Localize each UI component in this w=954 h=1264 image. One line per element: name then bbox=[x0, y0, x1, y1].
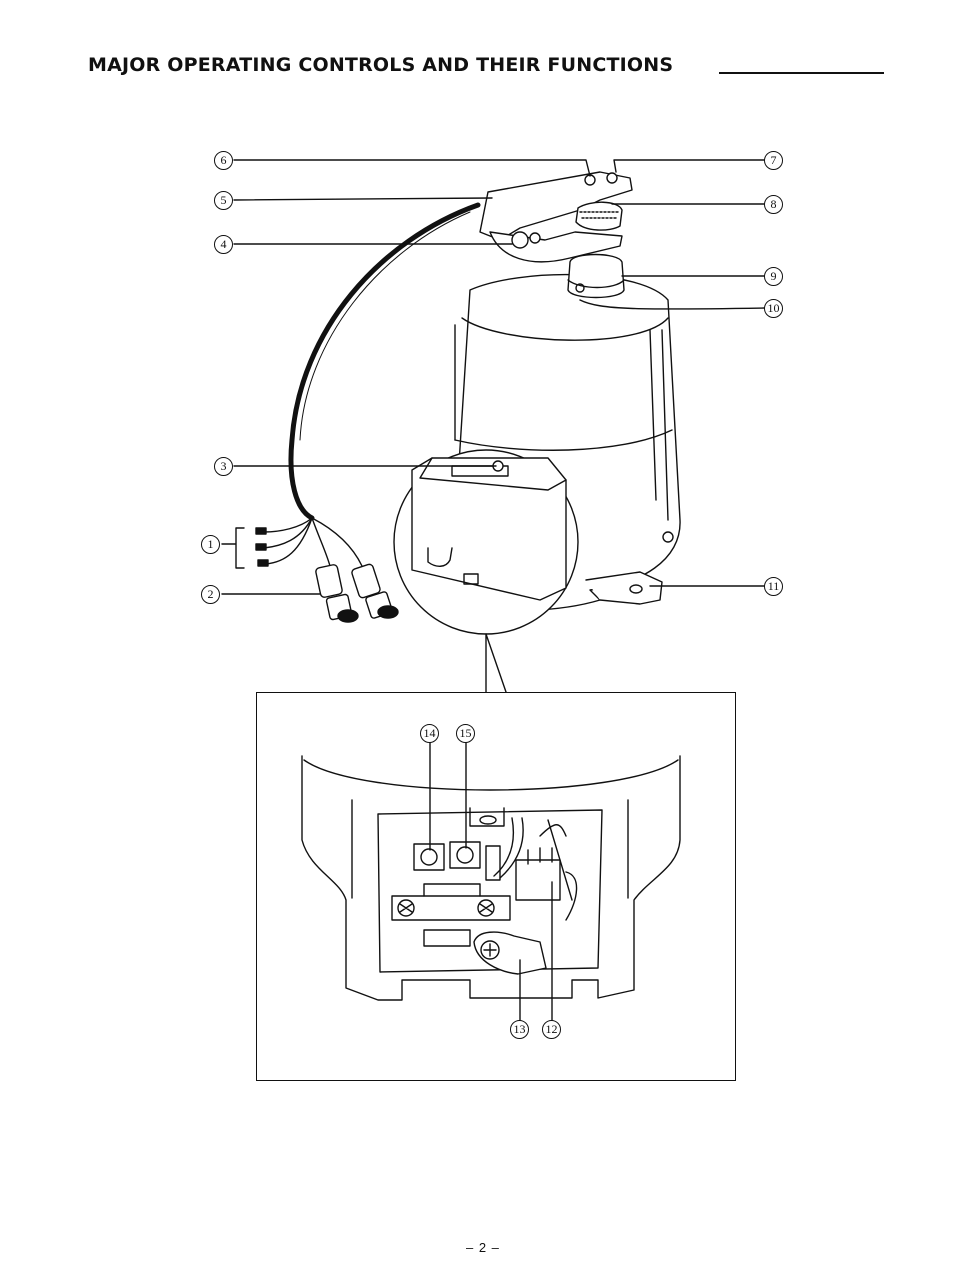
callout-11: 11 bbox=[764, 577, 783, 596]
page-title: MAJOR OPERATING CONTROLS AND THEIR FUNCT… bbox=[88, 54, 674, 76]
housing-right-line bbox=[649, 329, 669, 521]
bnc-connector-right bbox=[351, 563, 399, 619]
callout-15: 15 bbox=[456, 724, 475, 743]
cable bbox=[288, 202, 481, 521]
callout-10: 10 bbox=[764, 299, 783, 318]
callout-14: 14 bbox=[420, 724, 439, 743]
callout-4: 4 bbox=[214, 235, 233, 254]
detail-leader bbox=[485, 633, 507, 693]
knob-7 bbox=[606, 172, 618, 184]
cable-branch-1 bbox=[263, 517, 313, 533]
leader-5 bbox=[233, 197, 493, 201]
bnc-connector-left bbox=[315, 564, 359, 623]
detail-frame bbox=[256, 692, 736, 1081]
base-hole bbox=[629, 584, 643, 594]
callout-7: 7 bbox=[764, 151, 783, 170]
title-rule bbox=[719, 72, 884, 74]
callout-6: 6 bbox=[214, 151, 233, 170]
callout-8: 8 bbox=[764, 195, 783, 214]
callout-5: 5 bbox=[214, 191, 233, 210]
cable-branch-3 bbox=[265, 517, 313, 565]
page-number: – 2 – bbox=[466, 1240, 500, 1255]
housing-mid-seam bbox=[454, 429, 673, 451]
gear bbox=[575, 201, 623, 231]
cable-branch-4 bbox=[311, 517, 331, 567]
terminal-detail-drawing bbox=[301, 741, 681, 1021]
leader-1 bbox=[221, 527, 245, 569]
collar bbox=[567, 253, 625, 299]
callout-1: 1 bbox=[201, 535, 220, 554]
base-plate bbox=[585, 571, 663, 605]
leader-10 bbox=[579, 299, 765, 310]
cable-branch-5 bbox=[311, 517, 363, 567]
bracket-screw bbox=[511, 231, 529, 249]
callout-9: 9 bbox=[764, 267, 783, 286]
cable-branch-2 bbox=[263, 517, 313, 549]
callout-12: 12 bbox=[542, 1020, 561, 1039]
terminal-cover bbox=[411, 457, 567, 601]
side-screw bbox=[662, 531, 674, 543]
callout-3: 3 bbox=[214, 457, 233, 476]
leader-6 bbox=[233, 159, 591, 177]
leader-7 bbox=[613, 159, 765, 173]
callout-13: 13 bbox=[510, 1020, 529, 1039]
callout-2: 2 bbox=[201, 585, 220, 604]
housing-top-edge bbox=[461, 317, 669, 341]
